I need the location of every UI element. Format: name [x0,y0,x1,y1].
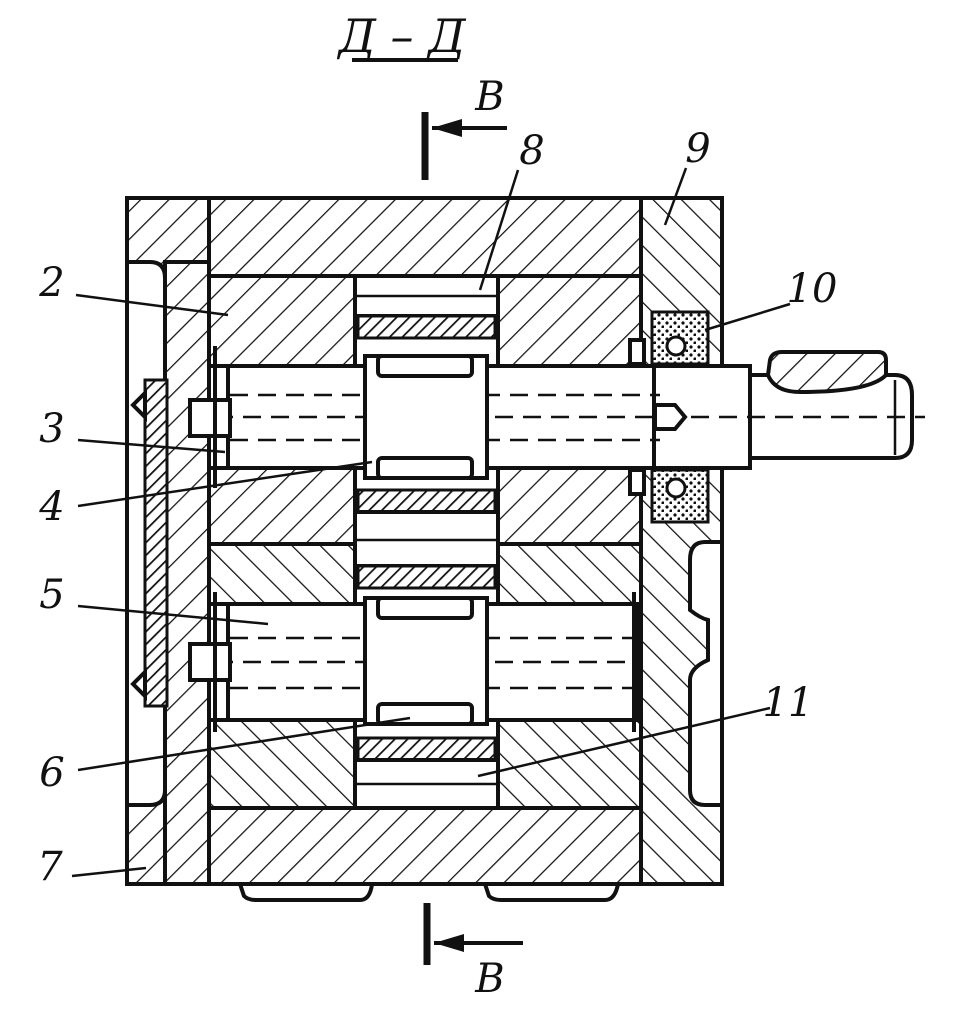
body-foot-left [238,883,374,902]
leader-8 [478,169,520,291]
driven-shaft [188,592,640,732]
shaft-center-hole [653,403,688,431]
callout-5: 5 [39,572,64,618]
lower-bushing-right-bottom [496,718,643,810]
leader-5 [77,604,269,626]
callout-2: 2 [38,260,64,306]
right-cover-recess [688,540,724,807]
leader-11 [477,706,771,778]
driven-shaft-left-pin [188,642,232,682]
callout-4: 4 [38,484,64,530]
leader-4 [77,460,373,508]
drive-shaft [188,346,925,488]
body-top-wall [207,196,643,278]
left-plate-bolt-top [130,388,147,422]
lower-bushing-right-top [496,542,643,606]
leader-2 [75,293,229,317]
left-end-plate [143,378,169,708]
callout-6: 6 [39,750,64,796]
pump-housing [125,196,724,902]
callout-11: 11 [763,680,814,726]
drive-shaft-left-pin [188,398,232,438]
callout-10: 10 [787,266,838,312]
bearing-ball-upper [665,335,687,357]
callout-7: 7 [37,844,63,890]
callout-9: 9 [685,126,710,172]
callout-8: 8 [519,128,544,174]
upper-bushing-left-top [207,274,357,368]
leader-3 [77,438,226,454]
left-cover-wall [163,260,211,886]
upper-gear-ring-top [356,314,497,340]
leader-lines [71,167,791,878]
leader-7 [71,866,147,878]
cut-marker-bottom: В [423,903,523,1002]
lower-gear-ring-top [356,564,497,590]
section-title-text: Д – Д [336,9,467,63]
cut-arrow-bottom-head [434,934,464,952]
section-title: Д – Д [336,9,467,63]
shaft-key [765,350,888,395]
drive-gear-tooth-top [376,354,474,378]
cut-letter-top: В [474,74,504,120]
drive-gear-tooth-bottom [376,456,474,480]
callout-3: 3 [39,406,64,452]
leader-9 [663,167,688,226]
lower-gear-ring-bottom [356,736,497,762]
leader-6 [77,716,411,772]
leader-10 [704,302,791,332]
upper-gear-ring-bottom [356,488,497,514]
callout-labels: 2 3 4 5 6 7 8 9 10 11 [37,126,837,890]
upper-bushing-right-top [496,274,643,368]
retaining-ring-upper [628,338,646,366]
cut-arrow-top-head [432,119,462,137]
left-plate-bolt-bottom [130,667,147,701]
bearing-ball-lower [665,477,687,499]
cut-marker-top: В [421,74,507,180]
driven-gear-tooth-top [376,596,474,620]
cut-letter-bottom: В [474,956,504,1002]
shaft-seal-assembly [628,310,710,524]
body-foot-right [483,883,620,902]
lower-bushing-left-bottom [207,718,357,810]
lower-bushing-left-top [207,542,357,606]
body-bottom-wall [207,806,643,886]
retaining-ring-lower [628,468,646,496]
upper-bushing-right-bottom [496,466,643,546]
upper-bushing-left-bottom [207,466,357,546]
